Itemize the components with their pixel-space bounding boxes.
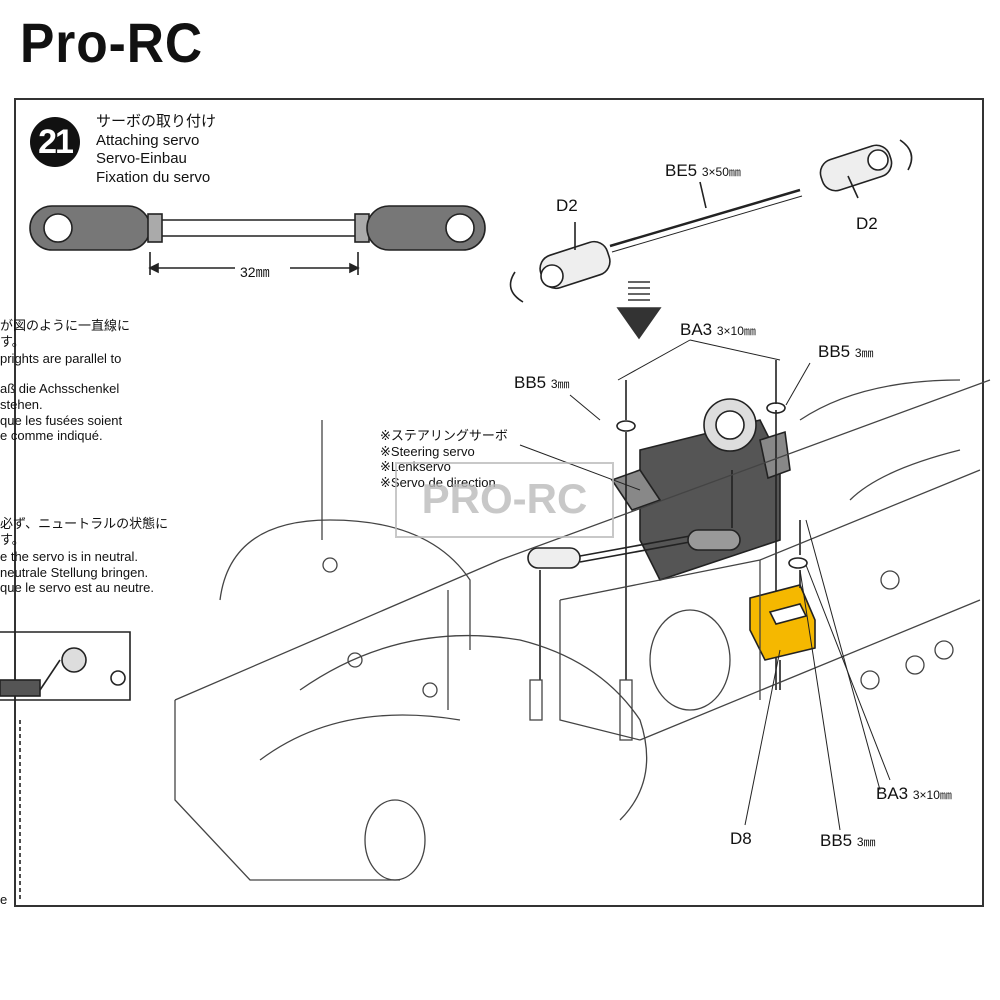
- label-bb5-left: BB5 3㎜: [514, 373, 570, 393]
- rod-length-label: 32㎜: [240, 264, 270, 280]
- instruction-frame: [14, 98, 984, 907]
- ba3-bottom-code: BA3: [876, 784, 909, 803]
- bb5-left-size: 3㎜: [550, 377, 570, 391]
- watermark: PRO-RC: [395, 462, 614, 538]
- bb5-top-right-code: BB5: [818, 342, 851, 361]
- servo-note: ※ステアリングサーボ ※Steering servo ※Lenkservo ※S…: [380, 428, 508, 490]
- servo-note-fr: ※Servo de direction: [380, 474, 496, 490]
- bb5-left-code: BB5: [514, 373, 547, 392]
- ba3-top-size: 3×10㎜: [716, 324, 756, 338]
- step-title-de: Servo-Einbau: [96, 150, 187, 167]
- label-d2-right: D2: [856, 214, 878, 233]
- servo-note-jp: ※ステアリングサーボ: [380, 428, 508, 443]
- be5-code: BE5: [665, 161, 698, 180]
- label-be5: BE5 3×50㎜: [665, 161, 741, 181]
- bottom-cut-char: e: [0, 892, 8, 907]
- servo-note-en: ※Steering servo: [380, 443, 475, 459]
- steering-link: [527, 529, 741, 680]
- upright-note-jp: が図のように一直線に: [0, 318, 131, 333]
- step-number: 21: [30, 117, 80, 167]
- label-ba3-top: BA3 3×10㎜: [680, 320, 756, 340]
- down-arrow: [616, 281, 662, 340]
- bb5-bottom-size: 3㎜: [856, 835, 876, 849]
- upright-note-fr2: e comme indiqué.: [0, 428, 103, 443]
- chassis: [174, 379, 991, 881]
- step-title-fr: Fixation du servo: [96, 168, 211, 186]
- neutral-note-jp: 必ず、ニュートラルの状態に: [0, 516, 169, 531]
- step-title-en: Attaching servo: [96, 131, 200, 149]
- upright-note-fr: que les fusées soient: [0, 413, 123, 428]
- label-d2-left: D2: [556, 196, 578, 215]
- upright-note-de: aß die Achsschenkel: [0, 381, 120, 396]
- brand-logo: Pro-RC: [20, 11, 203, 74]
- ba3-bottom-size: 3×10㎜: [912, 788, 952, 802]
- upright-note-en: prights are parallel to: [0, 351, 122, 366]
- step-title-jp: サーボの取り付け: [96, 113, 217, 130]
- neutral-note-jp2: す。: [0, 532, 25, 547]
- neutral-note-en: e the servo is in neutral.: [0, 549, 139, 564]
- label-bb5-bottom: BB5 3㎜: [820, 831, 876, 851]
- be5-rod: [509, 139, 913, 303]
- bb5-bottom-code: BB5: [820, 831, 853, 850]
- d8-mount: [749, 520, 816, 690]
- neutral-note-de: neutrale Stellung bringen.: [0, 565, 149, 580]
- bb5-top-right-size: 3㎜: [854, 346, 874, 360]
- be5-size: 3×50㎜: [701, 165, 741, 179]
- rod-diagram: [29, 205, 486, 275]
- step-title: サーボの取り付け Attaching servo Servo-Einbau Fi…: [96, 113, 216, 187]
- servo: [610, 360, 791, 690]
- ba3-top-code: BA3: [680, 320, 713, 339]
- servo-horn-detail: [0, 631, 131, 900]
- neutral-note-fr: que le servo est au neutre.: [0, 580, 154, 595]
- label-d8: D8: [730, 829, 752, 848]
- upright-note-jp2: す。: [0, 334, 25, 349]
- label-ba3-bottom: BA3 3×10㎜: [876, 784, 952, 804]
- upright-note-de2: stehen.: [0, 397, 43, 412]
- label-bb5-top-right: BB5 3㎜: [818, 342, 874, 362]
